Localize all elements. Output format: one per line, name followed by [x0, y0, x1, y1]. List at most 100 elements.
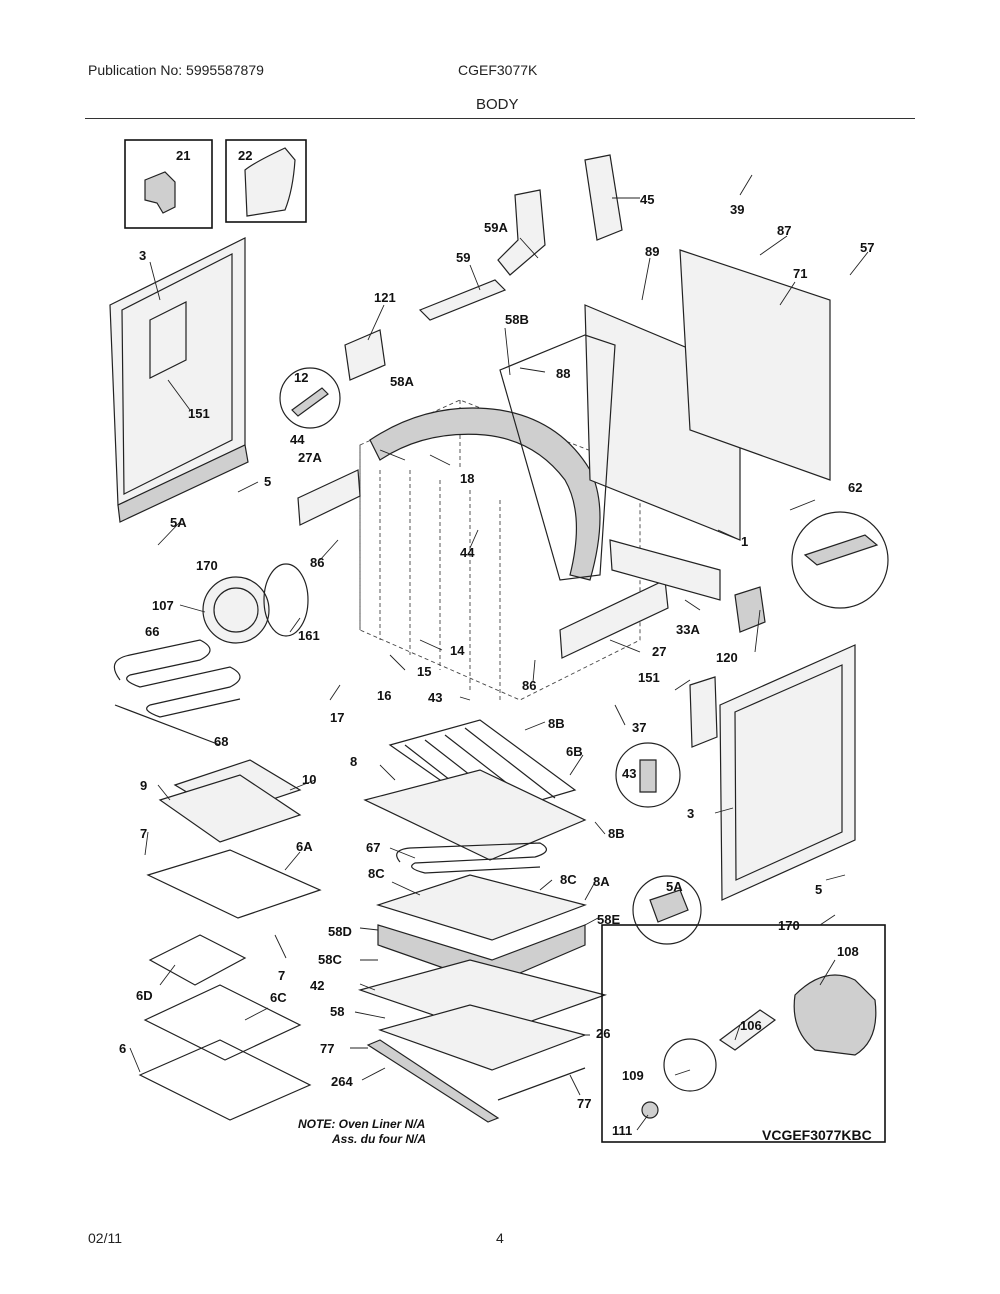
- part-label: 120: [716, 650, 738, 665]
- part-label: 45: [640, 192, 654, 207]
- inset-part-22: [225, 139, 307, 223]
- part-label: 10: [302, 772, 316, 787]
- convection-fan-inset: [601, 924, 886, 1143]
- broil-element: [113, 639, 241, 746]
- part-label: 16: [377, 688, 391, 703]
- oven-door-right: [689, 644, 856, 901]
- part-label: 43: [622, 766, 636, 781]
- part-label: 15: [417, 664, 431, 679]
- left-side-parts: [202, 469, 361, 644]
- part-label: 8: [350, 754, 357, 769]
- part-label: 6B: [566, 744, 583, 759]
- part-labels: 21 22 3 151 5 5A 170 45 39 59A 59 121 12…: [119, 148, 874, 1138]
- part-label: 22: [238, 148, 252, 163]
- note-line-2: Ass. du four N/A: [331, 1132, 426, 1146]
- inset-model-number: VCGEF3077KBC: [762, 1127, 872, 1143]
- part-label: 6C: [270, 990, 287, 1005]
- part-label: 5A: [170, 515, 187, 530]
- top-trim-parts: [344, 154, 623, 381]
- footer-date: 02/11: [88, 1230, 122, 1246]
- right-rails: [559, 539, 766, 659]
- part-label: 5: [815, 882, 822, 897]
- oven-door-left: [109, 237, 249, 523]
- part-label: 111: [612, 1123, 632, 1138]
- part-label: 59A: [484, 220, 508, 235]
- part-label: 77: [320, 1041, 334, 1056]
- header-rule: [85, 118, 915, 119]
- part-label: 58E: [597, 912, 620, 927]
- part-label: 58C: [318, 952, 342, 967]
- part-label: 18: [460, 471, 474, 486]
- part-label: 58: [330, 1004, 344, 1019]
- part-label: 7: [140, 826, 147, 841]
- part-label: 151: [638, 670, 660, 685]
- part-label: 67: [366, 840, 380, 855]
- part-label: 151: [188, 406, 210, 421]
- part-label: 87: [777, 223, 791, 238]
- back-panel: [499, 249, 831, 581]
- part-label: 3: [687, 806, 694, 821]
- leader-lines: [129, 174, 869, 1131]
- part-label: 62: [848, 480, 862, 495]
- center-rack-and-tray: [363, 719, 587, 861]
- part-label: 26: [596, 1026, 610, 1041]
- part-label: 68: [214, 734, 228, 749]
- part-label: 8B: [548, 716, 565, 731]
- model-number: CGEF3077K: [458, 62, 538, 78]
- part-label: 21: [176, 148, 190, 163]
- part-label: 8C: [560, 872, 577, 887]
- part-label: 44: [290, 432, 305, 447]
- part-label: 33A: [676, 622, 700, 637]
- part-label: 77: [577, 1096, 591, 1111]
- left-racks: [138, 759, 322, 1121]
- part-label: 170: [196, 558, 218, 573]
- part-label: 86: [522, 678, 536, 693]
- part-label: 8C: [368, 866, 385, 881]
- part-label: 1: [741, 534, 748, 549]
- part-label: 71: [793, 266, 807, 281]
- footer-page-number: 4: [496, 1230, 504, 1246]
- part-label: 17: [330, 710, 344, 725]
- part-label: 170: [778, 918, 800, 933]
- part-label: 9: [140, 778, 147, 793]
- inset-part-21: [124, 139, 213, 229]
- part-label: 58A: [390, 374, 414, 389]
- part-label: 43: [428, 690, 442, 705]
- part-label: 89: [645, 244, 659, 259]
- part-label: 58D: [328, 924, 352, 939]
- part-label: 14: [450, 643, 465, 658]
- part-label: 66: [145, 624, 159, 639]
- part-label: 88: [556, 366, 570, 381]
- part-label: 58B: [505, 312, 529, 327]
- sensor-detail: [279, 367, 341, 429]
- part-label: 3: [139, 248, 146, 263]
- note-line-1: NOTE: Oven Liner N/A: [298, 1117, 425, 1131]
- part-label: 5A: [666, 879, 683, 894]
- part-label: 6: [119, 1041, 126, 1056]
- part-label: 106: [740, 1018, 762, 1033]
- part-label: 86: [310, 555, 324, 570]
- part-label: 7: [278, 968, 285, 983]
- part-label: 6A: [296, 839, 313, 854]
- part-label: 42: [310, 978, 324, 993]
- part-label: 8B: [608, 826, 625, 841]
- bolt-43-detail: [615, 742, 681, 808]
- part-label: 57: [860, 240, 874, 255]
- part-label: 44: [460, 545, 475, 560]
- part-62-detail: [791, 511, 889, 609]
- part-label: 107: [152, 598, 174, 613]
- part-label: 6D: [136, 988, 153, 1003]
- section-title: BODY: [476, 96, 519, 113]
- part-label: 12: [294, 370, 308, 385]
- part-label: 264: [331, 1074, 353, 1089]
- part-label: 8A: [593, 874, 610, 889]
- part-label: 37: [632, 720, 646, 735]
- oven-cabinet: [359, 399, 641, 701]
- part-label: 108: [837, 944, 859, 959]
- part-label: 121: [374, 290, 396, 305]
- hinge-5A-detail: [632, 875, 702, 945]
- bake-element-and-drawer: [357, 842, 608, 1123]
- part-label: 27: [652, 644, 666, 659]
- part-label: 59: [456, 250, 470, 265]
